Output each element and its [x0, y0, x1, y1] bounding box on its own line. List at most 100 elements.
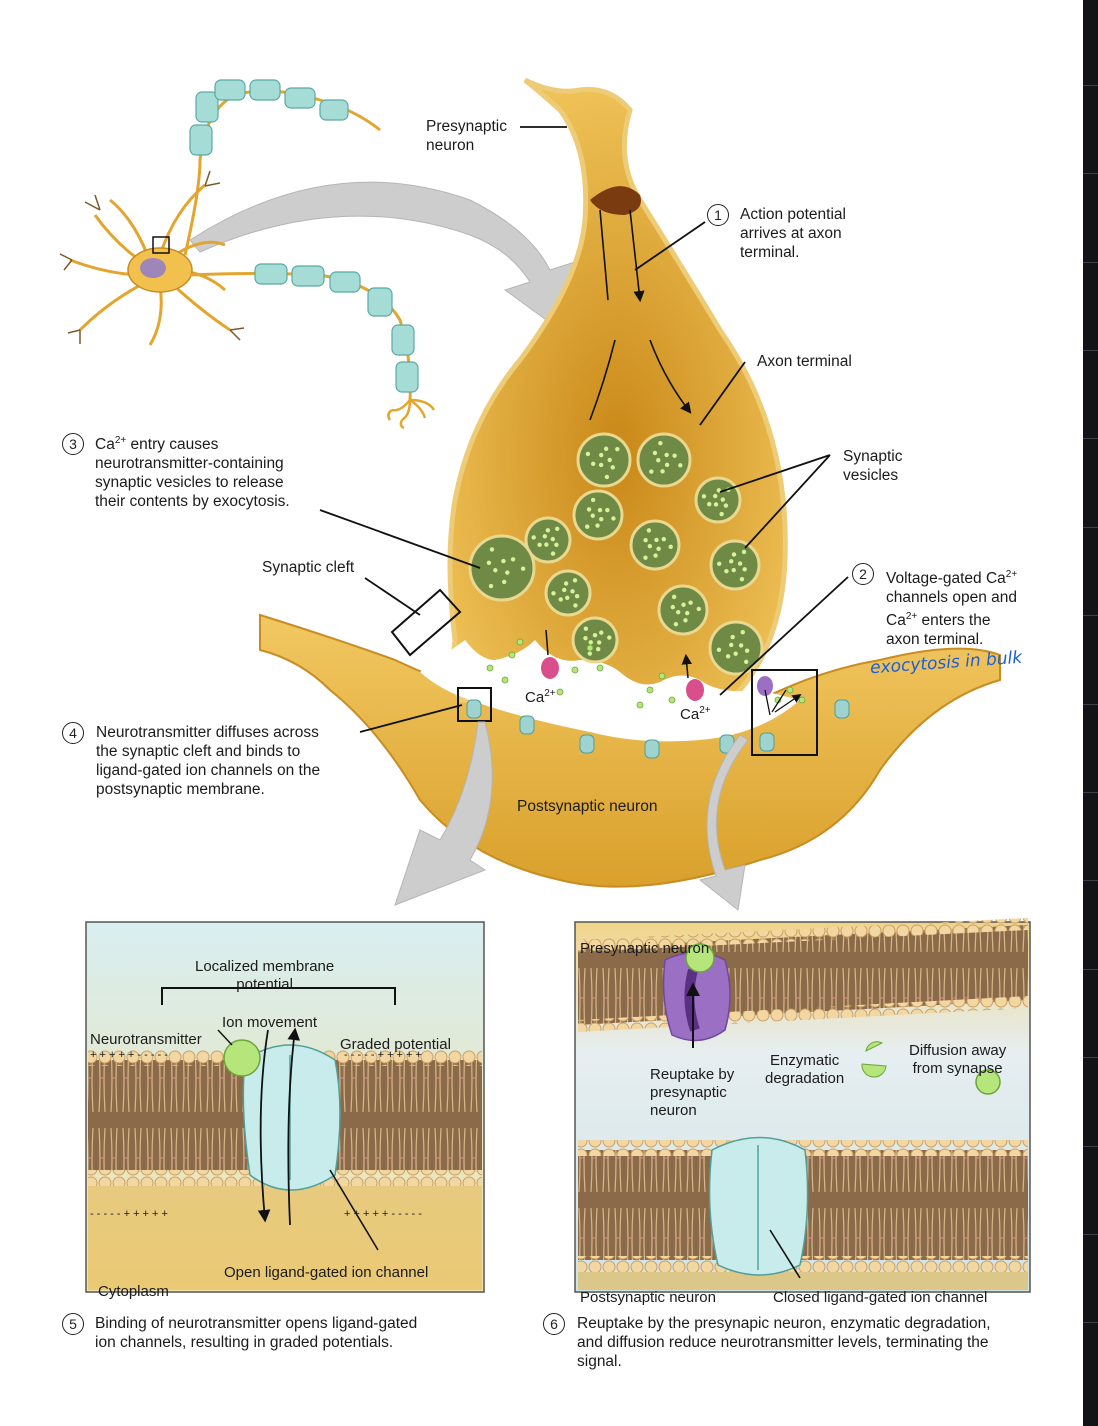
- vesicle-neurotransmitter: [660, 469, 665, 474]
- zoom-box-left: [457, 687, 492, 722]
- presynaptic-terminal: [447, 77, 788, 703]
- charges-bottom-left: - - - - - + + + + +: [90, 1208, 168, 1220]
- vesicle-neurotransmitter: [739, 577, 745, 582]
- vesicle-neurotransmitter: [592, 632, 598, 638]
- vesicle-neurotransmitter: [590, 513, 595, 518]
- vesicle-neurotransmitter: [713, 493, 718, 499]
- vesicle-neurotransmitter: [685, 610, 690, 616]
- vesicle-neurotransmitter: [550, 551, 556, 556]
- vesicle-neurotransmitter: [649, 469, 654, 474]
- vesicle-neurotransmitter: [615, 446, 620, 452]
- vesicle-neurotransmitter: [486, 560, 492, 566]
- vesicle: [572, 489, 624, 541]
- vesicle-neurotransmitter: [672, 453, 677, 458]
- vesicle-neurotransmitter: [647, 543, 653, 549]
- open-channel-label: Open ligand-gated ion channel: [224, 1264, 429, 1281]
- vesicle-neurotransmitter: [701, 494, 707, 499]
- vesicle-neurotransmitter: [607, 635, 612, 640]
- vesicle-neurotransmitter: [554, 542, 559, 547]
- vesicle-neurotransmitter: [563, 581, 569, 586]
- vesicle-neurotransmitter: [489, 547, 495, 552]
- zoom-box-right: [751, 669, 818, 756]
- diffusion-label: Diffusion away from synapse: [909, 1042, 1007, 1077]
- vesicle-neurotransmitter: [596, 640, 602, 645]
- vesicle-neurotransmitter: [740, 630, 745, 635]
- vesicle-neurotransmitter: [583, 635, 588, 641]
- vesicle-neurotransmitter: [723, 503, 729, 508]
- step-4-marker: 4: [62, 722, 84, 744]
- vesicle-neurotransmitter: [565, 595, 570, 600]
- vesicle-neurotransmitter: [604, 474, 610, 480]
- panel-presynaptic-label: Presynaptic neuron: [580, 940, 710, 957]
- vesicle-neurotransmitter: [599, 516, 604, 522]
- graded-potential-label: Graded potential: [340, 1036, 451, 1053]
- vesicle-neurotransmitter: [713, 502, 719, 507]
- vesicle-neurotransmitter: [590, 497, 596, 503]
- vesicle-neurotransmitter: [598, 462, 604, 468]
- synaptic-vesicles: [468, 432, 764, 676]
- vesicle: [709, 539, 761, 591]
- vesicle-neurotransmitter: [654, 537, 659, 543]
- vesicle-neurotransmitter: [716, 647, 722, 653]
- step-5-marker: 5: [62, 1313, 84, 1335]
- vesicle-neurotransmitter: [551, 591, 556, 596]
- panel-left: [85, 921, 485, 1293]
- vesicle-neurotransmitter: [598, 452, 604, 458]
- vesicle-neurotransmitter: [668, 544, 673, 550]
- vesicle-neurotransmitter: [696, 606, 702, 612]
- zoom-arrow-right: [698, 734, 749, 911]
- postsynaptic-neuron-label: Postsynaptic neuron: [517, 798, 658, 815]
- vesicle-neurotransmitter: [675, 609, 681, 615]
- zoom-arrow-left: [394, 721, 493, 906]
- step-3-text: Ca2+ entry causes neurotransmitter-conta…: [95, 435, 290, 511]
- vesicle-neurotransmitter: [570, 589, 575, 594]
- vesicle-neurotransmitter: [501, 558, 506, 564]
- vesicle-neurotransmitter: [652, 450, 658, 456]
- vesicle-neurotransmitter: [646, 528, 652, 533]
- step-1-text: Action potential arrives at axon termina…: [740, 206, 846, 261]
- vesicle-neurotransmitter: [545, 528, 551, 533]
- ca-ion-label-left: Ca2+: [525, 688, 556, 706]
- vesicle-neurotransmitter: [725, 654, 731, 659]
- panel-right: [574, 918, 1031, 1293]
- vesicle-neurotransmitter: [744, 648, 750, 653]
- vesicle-neurotransmitter: [585, 451, 591, 457]
- vesicle-neurotransmitter: [737, 561, 743, 566]
- vesicle-neurotransmitter: [537, 542, 542, 548]
- vesicle-neurotransmitter: [558, 597, 563, 602]
- vesicle-neurotransmitter: [678, 463, 683, 468]
- vesicle: [576, 432, 632, 488]
- charges-top-right: - - - - - + + + + +: [344, 1049, 422, 1061]
- vesicle-neurotransmitter: [731, 567, 736, 573]
- vesicle-neurotransmitter: [555, 526, 560, 531]
- vesicle-neurotransmitter: [729, 642, 734, 648]
- reuptake-label: Reuptake by presynaptic neuron: [650, 1066, 735, 1119]
- vesicle-neurotransmitter: [550, 536, 555, 542]
- vesicle: [571, 616, 619, 664]
- vesicle-neurotransmitter: [607, 457, 612, 463]
- vesicle-neurotransmitter: [683, 618, 688, 623]
- vesicle-neurotransmitter: [707, 501, 712, 507]
- vesicle-neurotransmitter: [729, 559, 734, 564]
- vesicle-neurotransmitter: [488, 583, 494, 589]
- step-2-text: Voltage-gated Ca2+ channels open and Ca2…: [886, 569, 1018, 649]
- vesicle-neurotransmitter: [599, 630, 604, 635]
- vesicle-neurotransmitter: [510, 557, 516, 562]
- ca-channels: [541, 657, 773, 701]
- vesicle-neurotransmitter: [717, 561, 722, 567]
- vesicle-neurotransmitter: [544, 542, 549, 547]
- vesicle-neurotransmitter: [731, 552, 737, 557]
- vesicle-neurotransmitter: [610, 465, 615, 470]
- step-1-marker: 1: [707, 204, 729, 226]
- vesicle-neurotransmitter: [742, 567, 747, 572]
- step-2-marker: 2: [852, 563, 874, 585]
- vesicle-neurotransmitter: [531, 535, 536, 540]
- vesicle: [694, 476, 742, 524]
- vesicle: [636, 432, 692, 488]
- presynaptic-neuron-label: Presynaptic neuron: [426, 118, 507, 154]
- vesicle-neurotransmitter: [730, 634, 735, 640]
- window-edge-strip: [1083, 0, 1098, 1426]
- vesicle-neurotransmitter: [611, 516, 616, 521]
- vesicle-neurotransmitter: [658, 441, 663, 446]
